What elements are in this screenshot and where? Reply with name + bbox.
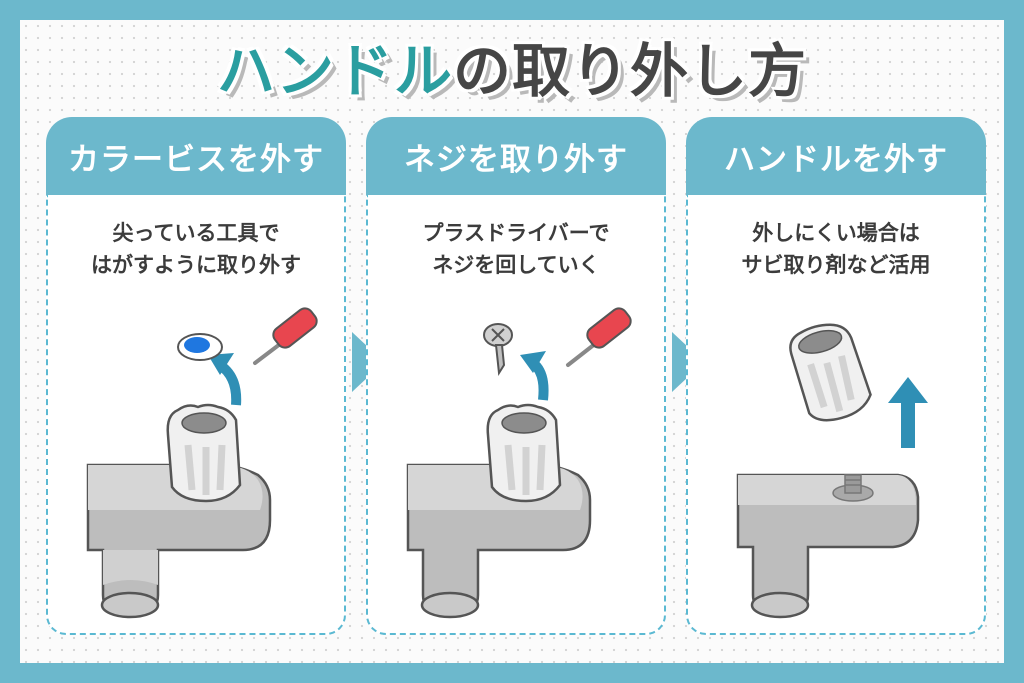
page-title: ハンドルの取り外し方 [0,24,1024,108]
step-card-2: ネジを取り外す プラスドライバーで ネジを回していく [366,117,666,637]
faucet-handle-lift-illustration [736,323,928,619]
step-description: 尖っている工具で はがすように取り外す [91,221,301,277]
step-body: 尖っている工具で はがすように取り外す [46,195,346,635]
screwdriver-icon [253,307,318,365]
color-cap-icon [177,333,223,361]
handle-knob-icon [166,403,242,503]
screw-icon [483,323,513,376]
step-heading: ハンドルを外す [686,117,986,195]
step-card-1: カラービスを外す 尖っている工具で はがすように取り外す [46,117,346,637]
step-description: プラスドライバーで ネジを回していく [422,221,610,277]
step-body: プラスドライバーで ネジを回していく [366,195,666,635]
title-rest: の取り外し方 [453,37,808,105]
handle-knob-icon [789,323,872,422]
arrow-head [208,353,234,375]
step-card-3: ハンドルを外す 外しにくい場合は サビ取り剤など活用 [686,117,986,637]
step-description: 外しにくい場合は サビ取り剤など活用 [741,221,931,277]
threaded-stem-icon [832,474,874,502]
faucet-icon [736,473,920,619]
screwdriver-icon [566,307,632,367]
step-body: 外しにくい場合は サビ取り剤など活用 [686,195,986,635]
step-heading: カラービスを外す [46,117,346,195]
faucet-cap-removal-illustration [86,307,318,619]
title-accent: ハンドル [216,37,453,105]
up-arrow-icon [888,377,928,448]
faucet-screw-removal-illustration [406,307,632,619]
handle-knob-icon [486,403,562,503]
step-heading: ネジを取り外す [366,117,666,195]
